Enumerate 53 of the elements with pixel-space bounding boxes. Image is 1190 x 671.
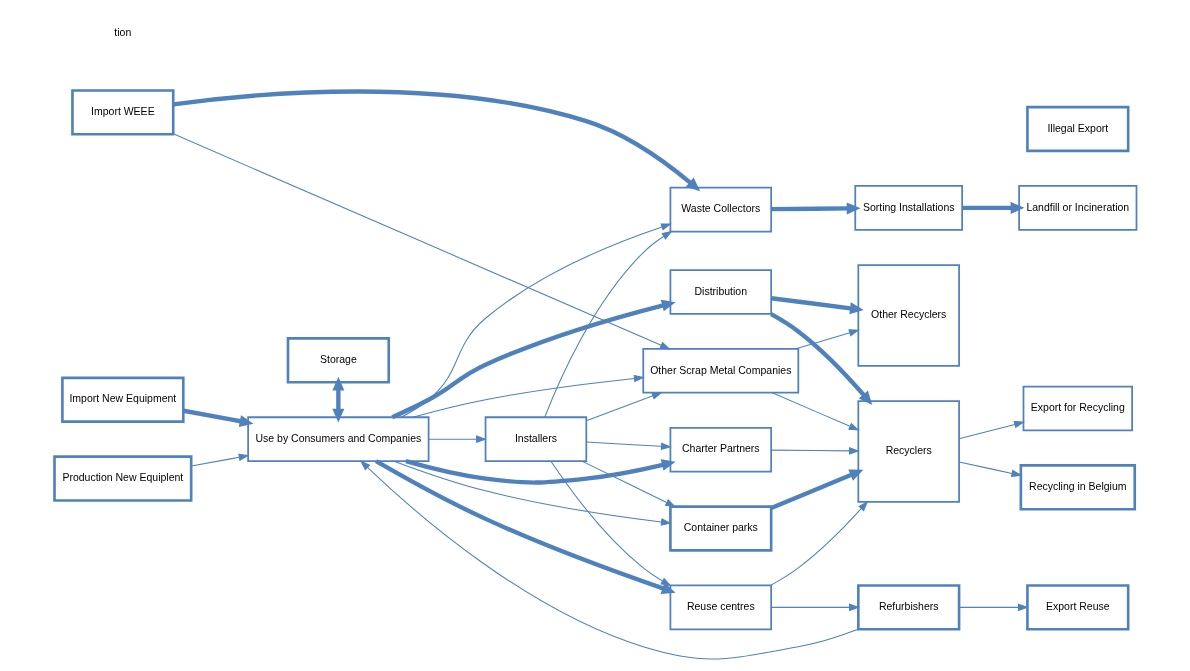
node-box: Import WEEE: [70, 89, 175, 136]
arrow: [390, 299, 676, 420]
node-box: Refurbishers: [856, 584, 960, 631]
arrow: [961, 201, 1024, 214]
node-box: Other Recyclers: [856, 264, 960, 367]
arrow: [359, 460, 859, 660]
node-box: Illegal Export: [1025, 105, 1129, 153]
arrow: [585, 441, 672, 451]
arrow: [404, 458, 676, 485]
arrow: [585, 392, 663, 422]
arrow: [769, 312, 872, 405]
arrow: [543, 230, 673, 418]
arrow: [770, 603, 860, 612]
node-box: Reuse centres: [669, 584, 772, 631]
arrow: [374, 459, 676, 594]
arrow: [427, 435, 487, 443]
node-box: Charter Partners: [669, 426, 772, 473]
arrow: [770, 202, 861, 215]
arrow: [172, 89, 700, 192]
arrow: [794, 329, 860, 350]
arrow: [769, 469, 863, 510]
arrow: [770, 447, 860, 455]
node-box: Other Scrap Metal Companies: [641, 348, 799, 394]
arrow: [958, 461, 1022, 478]
node-box: Storage: [286, 337, 390, 384]
node-box: Installers: [484, 416, 587, 462]
node-box: Landfill or Incineration: [1017, 185, 1137, 231]
arrow: [549, 460, 672, 587]
node-box: Recycling in Belgium: [1019, 464, 1136, 511]
node-box: Recyclers: [856, 400, 960, 503]
arrow: [771, 392, 860, 431]
node-box: Production New Equiplent: [52, 455, 192, 502]
arrow: [958, 420, 1025, 440]
arrow: [400, 223, 672, 418]
arrow: [393, 460, 672, 526]
arrow: [769, 500, 868, 586]
arrow: [958, 603, 1029, 612]
arrow: [411, 374, 645, 418]
arrow: [770, 296, 864, 315]
node-box: Waste Collectors: [669, 186, 772, 233]
node-box: Export for Recycling: [1022, 385, 1133, 432]
arrow: [172, 133, 671, 350]
node-box: Distribution: [669, 269, 772, 315]
arrow: [331, 376, 344, 423]
label: tion: [113, 26, 131, 39]
arrow: [190, 453, 250, 467]
arrow: [580, 460, 676, 508]
node-box: Import New Equipment: [60, 376, 185, 423]
node-box: Use by Consumers and Companies: [246, 416, 429, 462]
node-box: Sorting Installations: [853, 185, 963, 231]
node-box: Container parks: [668, 505, 772, 552]
arrow: [182, 408, 253, 428]
node-box: Export Reuse: [1025, 584, 1129, 631]
